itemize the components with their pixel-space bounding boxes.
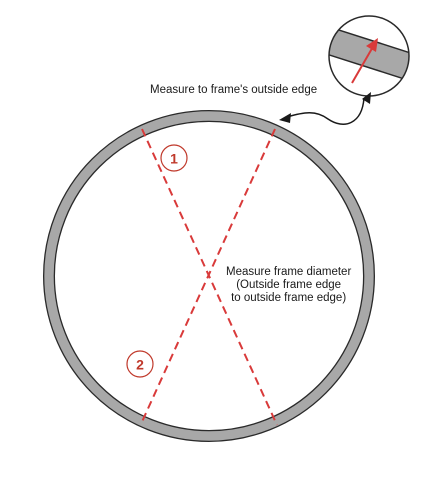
outside-edge-instruction: Measure to frame's outside edge [150, 84, 318, 96]
connector-arrow [279, 92, 371, 125]
step-2-badge: 2 [126, 350, 154, 378]
magnified-frame-detail [328, 15, 410, 97]
outside-edge-arrow [351, 44, 375, 84]
diameter-instruction: Measure frame diameter (Outside frame ed… [226, 266, 351, 305]
step-1-number: 1 [170, 151, 178, 167]
diameter-line-2 [140, 128, 276, 425]
diameter-instruction-line-3: to outside frame edge) [231, 292, 347, 304]
arrow-head-icon [366, 38, 378, 52]
diameter-instruction-line-2: (Outside frame edge [236, 279, 342, 291]
step-2-number: 2 [136, 357, 144, 373]
diameter-instruction-line-1: Measure frame diameter [226, 266, 352, 278]
step-1-badge: 1 [160, 144, 188, 172]
round-frame [43, 110, 375, 442]
diameter-line-1 [141, 128, 278, 426]
